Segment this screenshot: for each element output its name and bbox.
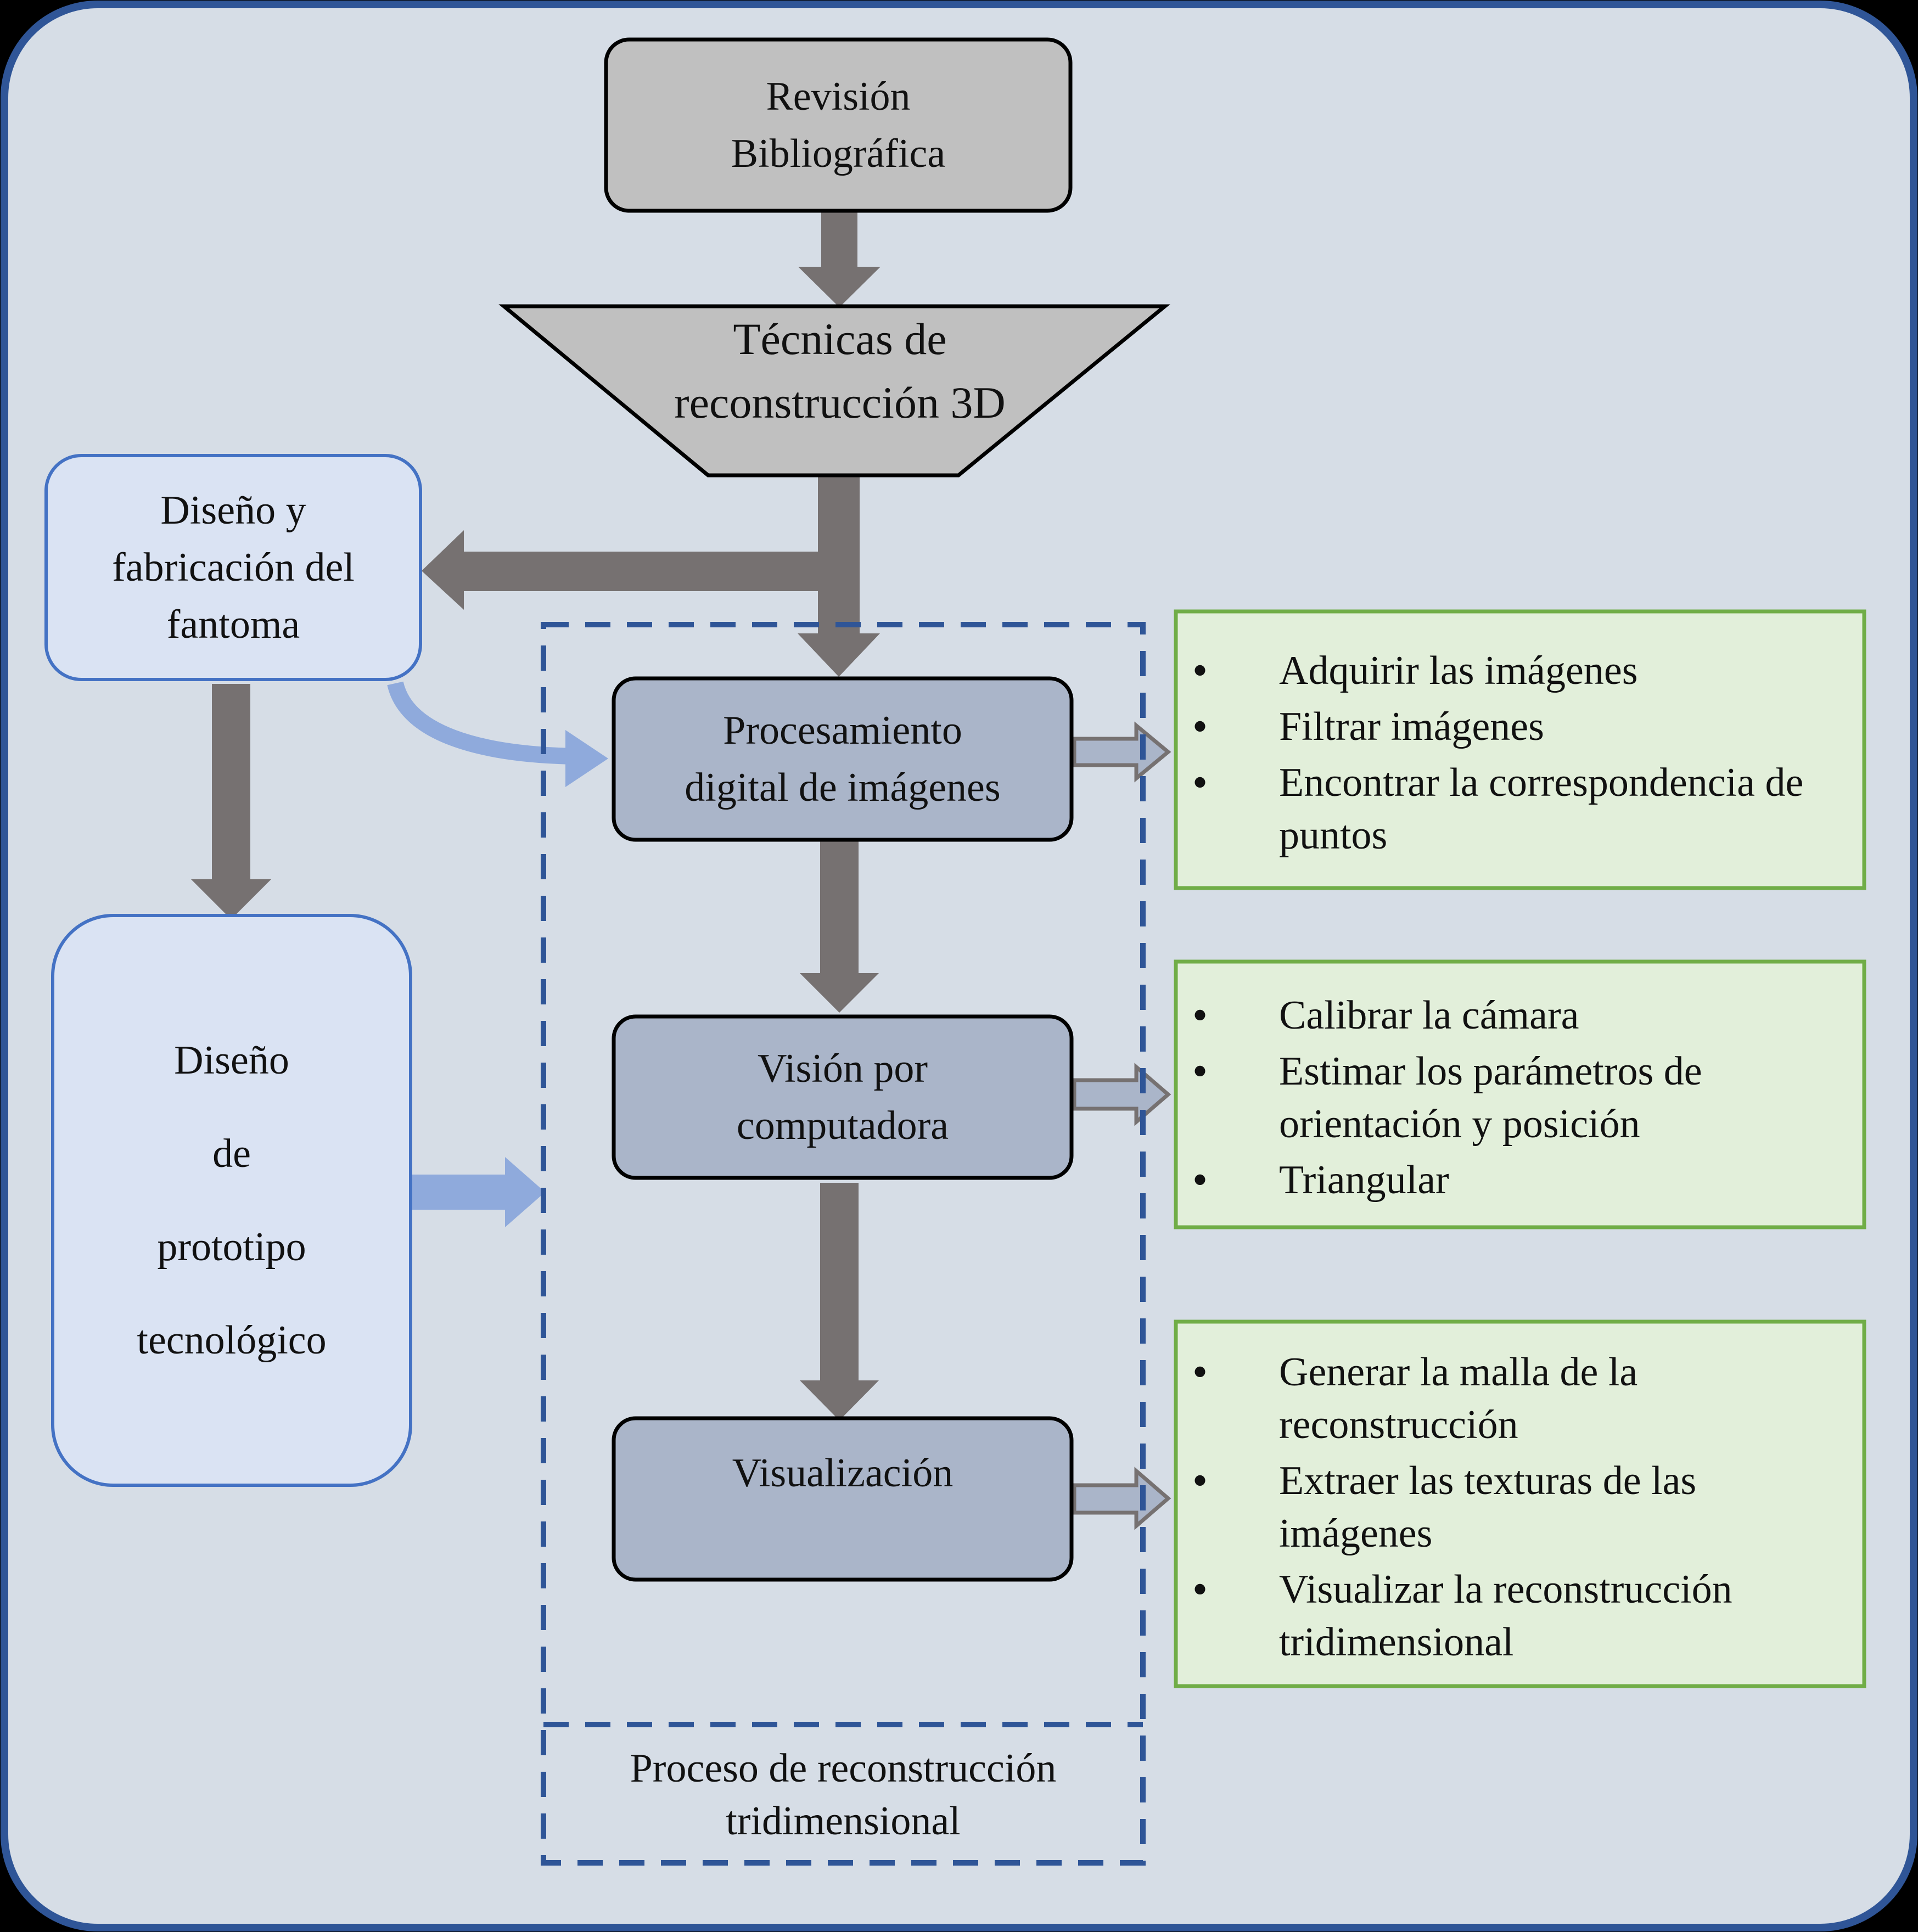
arrow-procesamiento-to-vision xyxy=(800,840,879,1013)
list-item: Extraer las texturas de las imágenes xyxy=(1180,1454,1855,1560)
vision-label: Visión por computadora xyxy=(614,1016,1072,1178)
proceso-line1: Proceso de reconstrucción xyxy=(630,1746,1057,1791)
list-item: Adquirir las imágenes xyxy=(1180,644,1855,697)
fantoma-box xyxy=(44,454,422,681)
arrow-curved-fantoma-to-procesamiento xyxy=(387,681,577,765)
revision-line1: Revisión xyxy=(766,74,911,119)
prototipo-box xyxy=(51,914,412,1487)
procesamiento-line2: digital de imágenes xyxy=(685,765,1001,810)
tecnicas-line1: Técnicas de xyxy=(733,314,947,364)
procesamiento-line1: Procesamiento xyxy=(723,708,962,753)
visualizacion-label: Visualización xyxy=(614,1418,1072,1528)
proceso-label: Proceso de reconstrucción tridimensional xyxy=(549,1734,1137,1855)
curved-arrow-head xyxy=(565,730,608,787)
fantoma-line1: Diseño y xyxy=(160,488,306,533)
list-item: Filtrar imágenes xyxy=(1180,700,1855,753)
list-visualizacion: Generar la malla de la reconstrucción Ex… xyxy=(1180,1346,1855,1672)
arrow-fantoma-to-prototipo xyxy=(191,684,271,919)
visualizacion-line1: Visualización xyxy=(732,1451,954,1496)
list-item: Visualizar la reconstrucción tridimensio… xyxy=(1180,1563,1855,1669)
vision-line1: Visión por xyxy=(757,1046,928,1091)
procesamiento-label: Procesamiento digital de imágenes xyxy=(614,678,1072,840)
fantoma-line3: fantoma xyxy=(166,602,300,647)
list-item: Calibrar la cámara xyxy=(1180,989,1855,1042)
revision-label: Revisión Bibliográfica xyxy=(606,40,1070,211)
tecnicas-line2: reconstrucción 3D xyxy=(674,378,1006,428)
list-vision: Calibrar la cámara Estimar los parámetro… xyxy=(1180,989,1855,1210)
prototipo-line4: tecnológico xyxy=(137,1318,327,1363)
fantoma-line2: fabricación del xyxy=(112,545,355,590)
list-item: Generar la malla de la reconstrucción xyxy=(1180,1346,1855,1451)
fantoma-label: Diseño y fabricación del fantoma xyxy=(46,456,420,679)
prototipo-line2: de xyxy=(212,1131,251,1176)
tecnicas-label: Técnicas de reconstrucción 3D xyxy=(631,307,1048,435)
revision-line2: Bibliográfica xyxy=(731,131,946,176)
list-procesamiento: Adquirir las imágenes Filtrar imágenes E… xyxy=(1180,644,1855,865)
arrow-visualizacion-to-list xyxy=(1072,1467,1171,1530)
list-item: Triangular xyxy=(1180,1154,1855,1206)
arrow-prototipo-to-proceso xyxy=(412,1157,545,1227)
arrow-vision-to-visualizacion xyxy=(800,1183,879,1420)
procesamiento-box xyxy=(612,676,1074,842)
visualizacion-box xyxy=(612,1416,1074,1582)
tecnicas-trapezoid xyxy=(498,304,1170,478)
prototipo-line3: prototipo xyxy=(157,1225,306,1270)
revision-box xyxy=(604,37,1073,213)
proceso-container xyxy=(541,622,1146,1866)
arrow-to-fantoma xyxy=(422,530,818,610)
list-item: Encontrar la correspondencia de puntos xyxy=(1180,756,1855,862)
vision-line2: computadora xyxy=(736,1103,949,1148)
vision-box xyxy=(612,1014,1074,1180)
list-item: Estimar los parámetros de orientación y … xyxy=(1180,1045,1855,1150)
prototipo-label: Diseño de prototipo tecnológico xyxy=(53,916,411,1485)
prototipo-line1: Diseño xyxy=(174,1038,289,1083)
arrow-revision-to-tecnicas xyxy=(798,209,881,307)
proceso-line2: tridimensional xyxy=(726,1799,961,1844)
